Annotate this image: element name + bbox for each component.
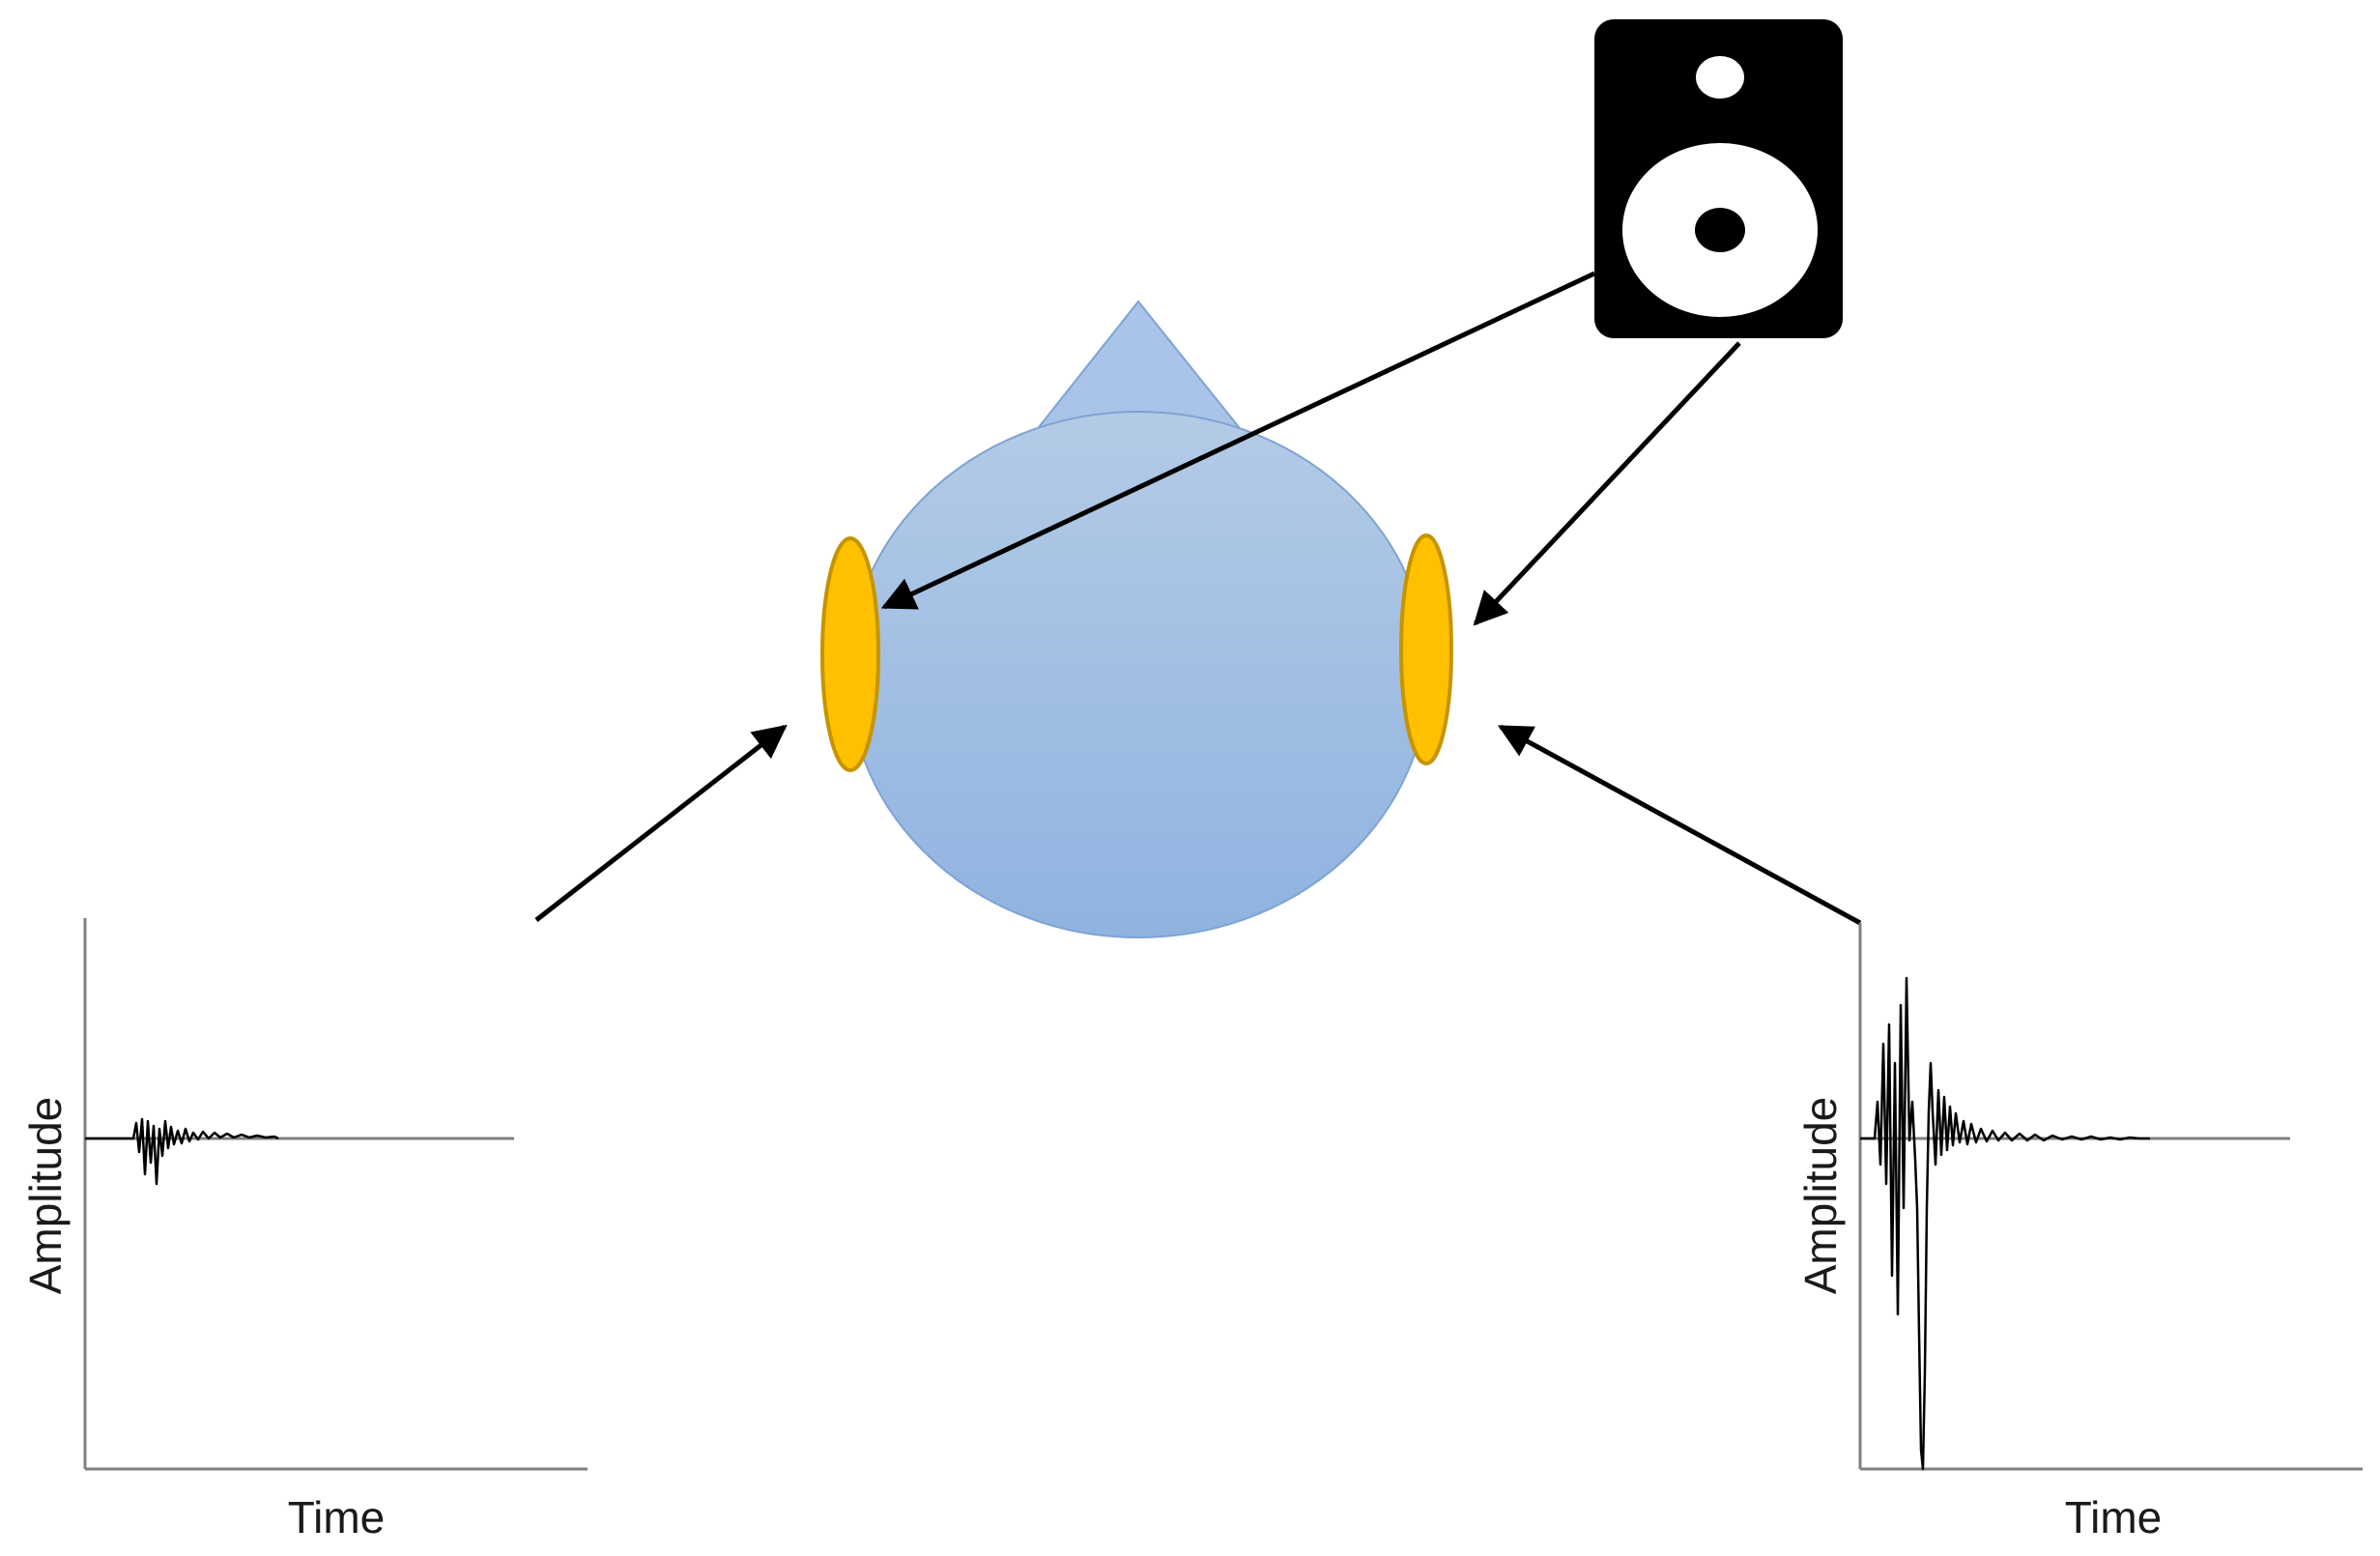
left-plot-signal — [85, 1117, 279, 1186]
right-ear — [1399, 533, 1453, 765]
speaker-icon — [1594, 19, 1843, 338]
nose-icon — [1036, 300, 1242, 428]
left-plot-ylabel: Amplitude — [20, 1097, 71, 1295]
left-ear — [820, 536, 880, 772]
left-plot: Time Amplitude — [20, 918, 588, 1542]
right-plot: Time Amplitude — [1795, 923, 2363, 1542]
arrow-left-plot-to-left-ear — [534, 724, 788, 922]
right-plot-signal — [1860, 976, 2150, 1471]
arrow-speaker-to-left-ear — [880, 271, 1596, 610]
arrow-speaker-to-right-ear — [1473, 341, 1741, 626]
arrows — [534, 271, 1862, 926]
arrow-right-plot-to-right-ear — [1497, 724, 1862, 926]
head-circle — [847, 411, 1429, 938]
right-plot-ylabel: Amplitude — [1795, 1097, 1846, 1295]
right-plot-xlabel: Time — [2065, 1492, 2163, 1542]
listener-head — [820, 300, 1453, 938]
left-plot-xlabel: Time — [288, 1492, 386, 1542]
